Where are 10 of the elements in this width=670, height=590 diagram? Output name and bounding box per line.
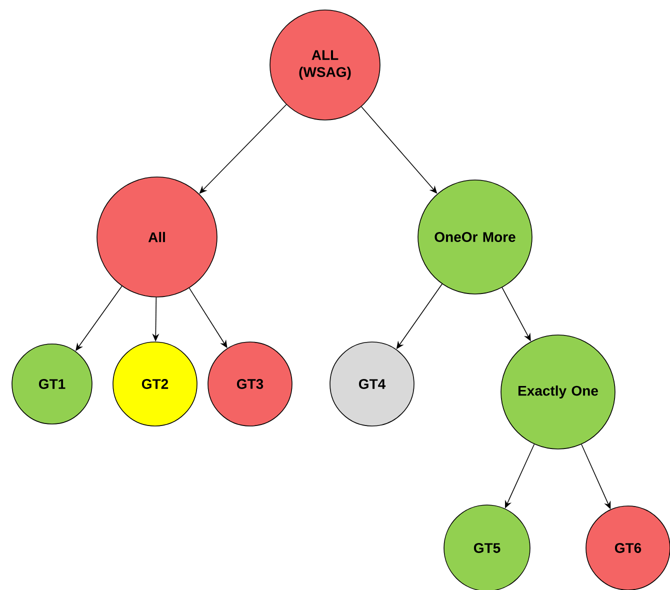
circle-node: GT2: [112, 342, 198, 426]
circle-node: GT4: [330, 342, 414, 426]
circle-node: GT6: [586, 506, 670, 590]
circle-node: All: [96, 176, 218, 298]
circle-node: GT1: [12, 344, 92, 424]
circle-node: GT5: [444, 504, 530, 590]
circle-node: ALL (WSAG): [270, 10, 380, 120]
circle-node: GT3: [208, 342, 292, 426]
circle-node: Exactly One: [500, 334, 616, 450]
circle-node: OneOr More: [418, 180, 532, 294]
